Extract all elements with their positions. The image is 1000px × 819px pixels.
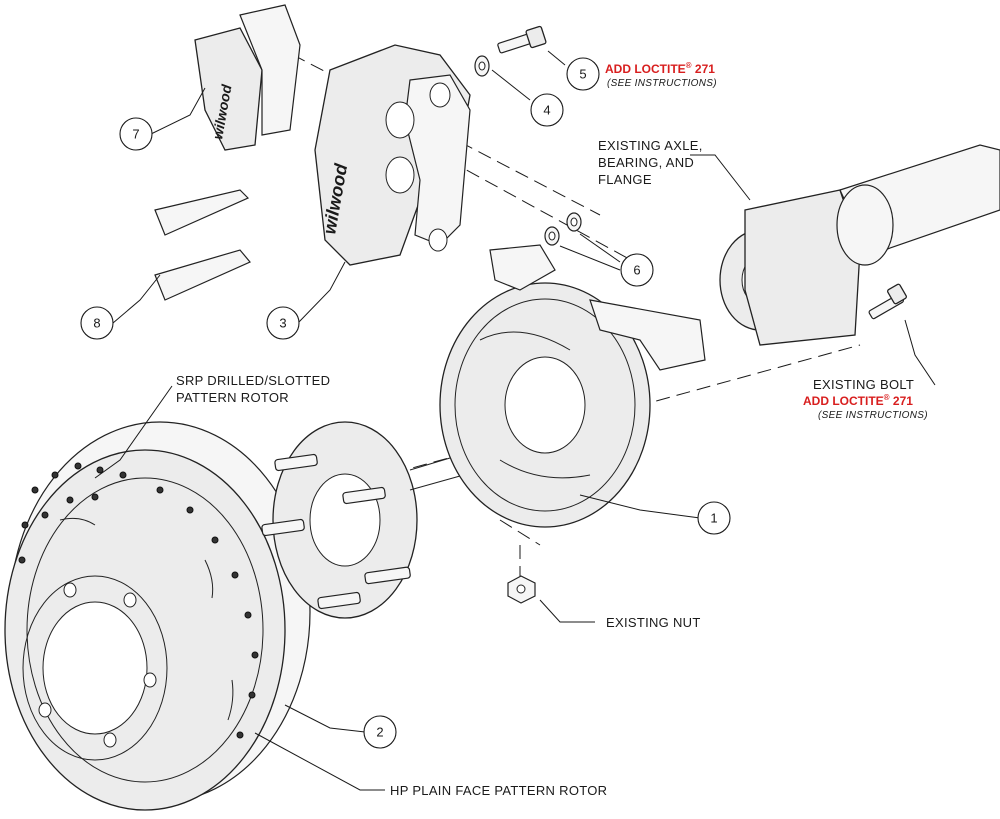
existing-bolt-label: EXISTING BOLT ADD LOCTITE® 271 (SEE INST… bbox=[803, 377, 928, 421]
svg-text:2: 2 bbox=[376, 725, 383, 740]
svg-text:7: 7 bbox=[132, 127, 139, 142]
loctite-label-top: ADD LOCTITE® 271 (SEE INSTRUCTIONS) bbox=[605, 61, 717, 89]
leader-6a bbox=[579, 233, 621, 263]
caliper-mount-hole-bottom bbox=[428, 228, 448, 252]
svg-text:BEARING, AND: BEARING, AND bbox=[598, 155, 694, 170]
caliper: wilwood bbox=[314, 44, 471, 266]
backing-plate-center bbox=[504, 356, 586, 454]
mounting-bracket bbox=[589, 299, 706, 371]
hub-flange-bore bbox=[309, 473, 381, 567]
svg-text:EXISTING AXLE,: EXISTING AXLE, bbox=[598, 138, 703, 153]
leader-6b bbox=[559, 245, 621, 271]
leader-5 bbox=[547, 50, 566, 66]
axle-flange-hub bbox=[261, 421, 461, 619]
leader-1 bbox=[579, 494, 701, 519]
callout-bubble-5: 5 bbox=[566, 57, 600, 91]
parking-brake-assembly bbox=[439, 244, 706, 528]
brake-pad-back bbox=[239, 4, 301, 136]
svg-text:5: 5 bbox=[579, 67, 586, 82]
svg-text:4: 4 bbox=[543, 103, 550, 118]
o-ring-lower bbox=[154, 249, 251, 301]
adjuster-spring bbox=[499, 459, 591, 479]
svg-text:SRP DRILLED/SLOTTED: SRP DRILLED/SLOTTED bbox=[176, 373, 330, 388]
axle-shaft-line-2 bbox=[409, 475, 461, 491]
leader-4 bbox=[491, 69, 531, 101]
rotor-slot-2 bbox=[204, 559, 214, 599]
leader-hp bbox=[254, 732, 385, 791]
bracket-ear bbox=[489, 244, 556, 291]
callout-bubble-4: 4 bbox=[530, 93, 564, 127]
svg-text:1: 1 bbox=[710, 511, 717, 526]
brake-pad-front bbox=[194, 27, 263, 151]
hardware bbox=[474, 25, 582, 604]
rotor-slot-1 bbox=[59, 517, 96, 526]
svg-text:ADD LOCTITE® 271: ADD LOCTITE® 271 bbox=[605, 61, 715, 76]
o-rings bbox=[154, 189, 251, 301]
existing-axle-label: EXISTING AXLE, BEARING, AND FLANGE bbox=[598, 138, 703, 187]
leader-7 bbox=[150, 87, 206, 135]
return-spring-top bbox=[479, 331, 571, 351]
leader-bolt bbox=[904, 319, 936, 386]
callout-bubble-6: 6 bbox=[620, 253, 654, 287]
svg-text:6: 6 bbox=[633, 263, 640, 278]
callout-bubble-7: 7 bbox=[119, 117, 153, 151]
callout-bubble-1: 1 bbox=[697, 501, 731, 535]
leader-2 bbox=[284, 704, 366, 733]
svg-text:(SEE INSTRUCTIONS): (SEE INSTRUCTIONS) bbox=[818, 410, 928, 421]
rotor-slot-3 bbox=[227, 679, 234, 721]
o-ring-upper bbox=[154, 189, 250, 236]
brake-shoe-ring bbox=[454, 298, 636, 512]
callout-bubble-8: 8 bbox=[80, 306, 114, 340]
rotor-lug-holes bbox=[38, 582, 157, 748]
callout-bubble-3: 3 bbox=[266, 306, 300, 340]
rotor-drilled-holes bbox=[18, 462, 259, 739]
existing-axle-assembly bbox=[719, 144, 1000, 346]
rotor-face bbox=[4, 449, 286, 811]
callout-bubble-2: 2 bbox=[363, 715, 397, 749]
svg-text:PATTERN ROTOR: PATTERN ROTOR bbox=[176, 390, 289, 405]
svg-text:8: 8 bbox=[93, 316, 100, 331]
nut-axis-line-1 bbox=[499, 519, 541, 546]
leader-lines bbox=[94, 50, 936, 791]
svg-text:EXISTING BOLT: EXISTING BOLT bbox=[813, 377, 914, 392]
leader-nut bbox=[539, 599, 595, 623]
svg-text:3: 3 bbox=[279, 316, 286, 331]
caliper-piston-window-bottom bbox=[385, 156, 415, 194]
svg-text:FLANGE: FLANGE bbox=[598, 172, 652, 187]
caliper-piston-window-top bbox=[385, 101, 415, 139]
rotor-center-bore bbox=[42, 601, 148, 735]
srp-rotor-label: SRP DRILLED/SLOTTED PATTERN ROTOR bbox=[176, 373, 330, 405]
caliper-mount-hole-top bbox=[429, 82, 451, 108]
svg-text:(SEE INSTRUCTIONS): (SEE INSTRUCTIONS) bbox=[607, 78, 717, 89]
wheel-studs bbox=[261, 453, 411, 610]
leader-srp bbox=[94, 385, 173, 479]
rotor bbox=[4, 421, 311, 811]
axle-housing-end bbox=[836, 184, 894, 266]
brake-pads: wilwood bbox=[194, 4, 301, 151]
svg-text:ADD LOCTITE® 271: ADD LOCTITE® 271 bbox=[803, 393, 913, 408]
caliper-axis-line bbox=[429, 149, 641, 266]
leader-axle bbox=[690, 154, 751, 201]
hp-rotor-label: HP PLAIN FACE PATTERN ROTOR bbox=[390, 783, 607, 798]
leader-8 bbox=[112, 274, 161, 324]
leader-3 bbox=[297, 261, 346, 324]
existing-nut-label: EXISTING NUT bbox=[606, 615, 701, 630]
existing-bolt bbox=[868, 283, 907, 320]
rotor-hat bbox=[22, 575, 168, 761]
caliper-bolt bbox=[497, 25, 547, 54]
rotor-friction-ring bbox=[26, 477, 264, 783]
